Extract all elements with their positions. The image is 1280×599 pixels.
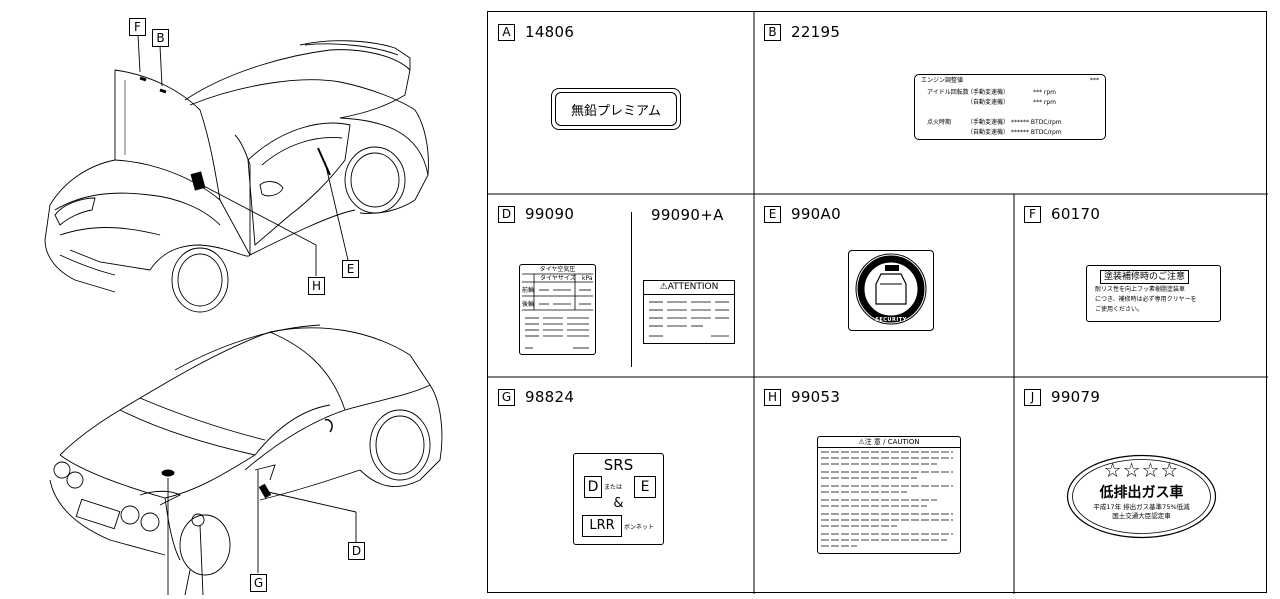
callout-g: G [250,574,267,592]
label-b-row3-mode: （手動変速機） [967,119,1010,126]
label-b-row3-label: 点火時期 [927,119,952,126]
label-d-tire-row2: 後輪 [522,301,535,308]
cell-g-letter: G [498,388,515,406]
callout-b: B [152,29,169,47]
label-j-line2: 国土交通大臣認定車 [1112,512,1171,520]
label-g-e: E [634,476,656,498]
label-f-title: 塗装補修時のご注意 [1100,270,1190,284]
cell-a: A 14806 無鉛プレミアム [488,12,754,194]
label-j-main: 低排出ガス車 [1099,485,1184,501]
label-d-tire: タイヤ空気圧 タイヤサイズ kPa 前輪 後輪 [519,264,596,355]
callout-d: D [348,542,365,560]
label-b-row3-val: ****** BTDC/rpm [1011,119,1062,126]
label-b-row4-val: ****** BTDC/rpm [1011,129,1062,136]
cell-b: B 22195 エンジン調整値 *** アイドル回転数 （手動変速機） *** r… [754,12,1268,194]
label-h-title: ⚠注 意 / CAUTION [818,437,960,448]
label-a: 無鉛プレミアム [551,88,681,130]
label-j: ☆☆☆☆ 低排出ガス車 平成17年 排出ガス基準75%低減 国土交通大臣認定車 [1066,454,1217,539]
label-f: 塗装補修時のご注意 耐リス性を向上フッ素樹脂塗装車 につき、補修時は必ず専用クリ… [1086,265,1221,322]
cell-d-divider [631,212,632,367]
label-j-stars-icon: ☆☆☆☆ [1103,458,1180,482]
label-b-title-right: *** [1090,77,1099,84]
label-e: SECURITY [848,250,934,331]
label-j-line1: 平成17年 排出ガス基準75%低減 [1093,503,1190,511]
callout-h: H [308,277,325,295]
label-d-attention-header: ⚠ATTENTION [644,281,734,295]
grid-lines [488,12,1268,594]
label-grid: A 14806 無鉛プレミアム B 22195 エンジン調整値 *** アイドル回転… [487,11,1268,594]
cell-b-letter: B [764,23,781,41]
callout-e: E [342,260,359,278]
label-g-amp: & [613,496,624,511]
label-j-oval [1066,454,1217,539]
cell-a-letter: A [498,23,515,41]
cell-h-code: 99053 [791,388,841,406]
cell-e-code: 990A0 [791,205,841,223]
label-f-line2: につき、補修時は必ず専用クリヤーを [1095,296,1197,303]
label-d-attention-lines [649,301,729,337]
cell-f-letter: F [1024,205,1041,223]
label-d-tire-title: タイヤ空気圧 [539,266,576,273]
label-b-title: エンジン調整値 [921,77,964,84]
cell-g: G 98824 SRS D または E & LRR ボンネット [488,377,754,594]
cell-e-letter: E [764,205,781,223]
label-g-srs: SRS [603,456,634,474]
label-g-d: D [584,476,602,498]
cell-d: D 99090 99090+A タイヤ空気圧 タイヤサイズ kPa 前輪 後輪 [488,194,754,377]
label-d-tire-lines [522,273,593,349]
cell-h: H 99053 ⚠注 意 / CAUTION [754,377,1014,594]
cell-d-letter: D [498,205,515,223]
warning-icon: ⚠ [659,282,668,292]
label-b-row2-val: *** rpm [1033,99,1057,106]
label-b-row4-mode: （自動変速機） [967,129,1010,136]
label-g-mataha: または [604,484,623,491]
cell-b-code: 22195 [791,23,841,41]
label-d-attention-text: ATTENTION [667,282,719,292]
label-h: ⚠注 意 / CAUTION [817,436,961,554]
cell-e: E 990A0 SECURITY [754,194,1014,377]
car-illustrations: F B H E D G [0,0,480,596]
label-b: エンジン調整値 *** アイドル回転数 （手動変速機） *** rpm （自動変… [914,74,1106,140]
callout-f: F [129,18,146,36]
cell-j-letter: J [1024,388,1041,406]
label-f-line1: 耐リス性を向上フッ素樹脂塗装車 [1095,286,1186,293]
label-g-lrr: LRR [582,515,622,537]
label-h-lines [821,451,953,547]
label-b-row1-label: アイドル回転数 [927,89,969,96]
label-a-text: 無鉛プレミアム [555,92,677,126]
car-drawings [44,34,443,596]
cell-d-code: 99090 [525,205,575,223]
security-badge-icon [855,253,927,325]
cell-j: J 99079 ☆☆☆☆ 低排出ガス車 平成17年 排出ガス基準75%低減 国土交… [1014,377,1268,594]
cell-d-code-alt: 99090+A [651,206,724,224]
label-d-tire-row1: 前輪 [522,287,535,294]
label-f-line3: ご使用ください。 [1095,306,1144,313]
label-b-row1-mode: （手動変速機） [967,89,1010,96]
label-e-security-text: SECURITY [875,317,907,323]
cell-g-code: 98824 [525,388,575,406]
cell-f-code: 60170 [1051,205,1101,223]
bottom-car [49,324,443,596]
top-car [44,34,429,313]
label-b-row2-mode: （自動変速機） [967,99,1010,106]
cell-h-letter: H [764,388,781,406]
label-g-bonnet: ボンネット [624,524,654,531]
cell-f: F 60170 塗装補修時のご注意 耐リス性を向上フッ素樹脂塗装車 につき、補修時… [1014,194,1268,377]
label-d-tire-col1: タイヤサイズ [540,275,576,282]
label-g: SRS D または E & LRR ボンネット [573,453,664,545]
label-d-attention: ⚠ATTENTION [643,280,735,344]
cell-j-code: 99079 [1051,388,1101,406]
label-d-tire-col2: kPa [582,275,593,282]
label-b-row1-val: *** rpm [1033,89,1057,96]
cell-a-code: 14806 [525,23,575,41]
